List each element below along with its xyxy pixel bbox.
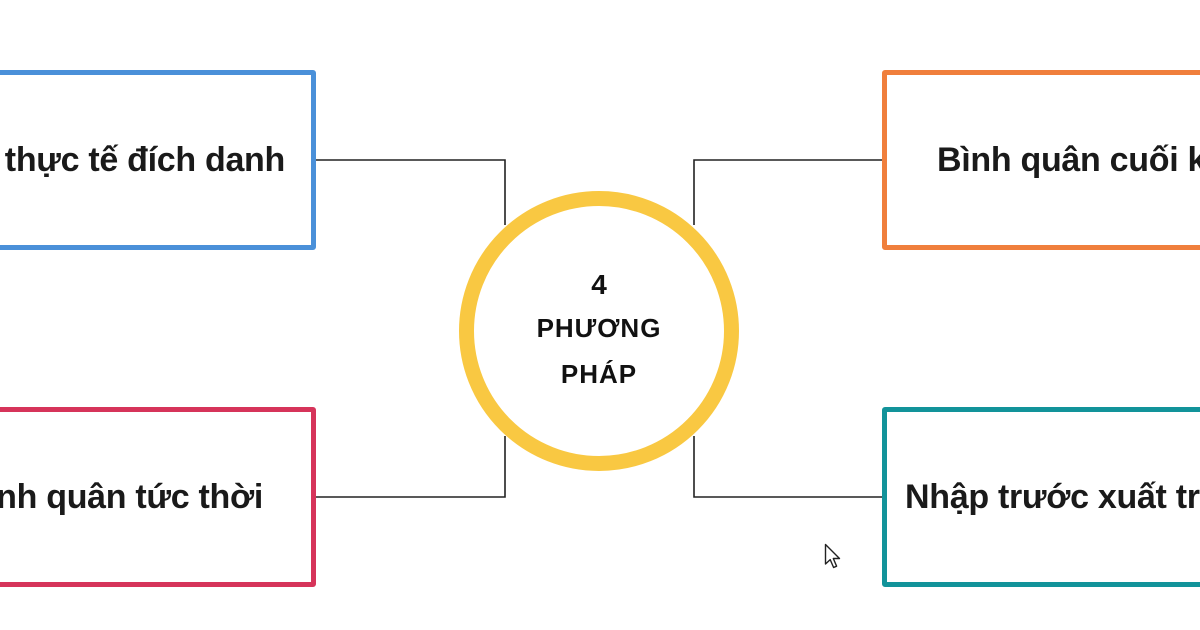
- hub-number: 4: [591, 269, 607, 300]
- hub-title-line-1: PHƯƠNG: [536, 313, 662, 343]
- connector-top-left: [316, 159, 506, 225]
- connector-bottom-right: [693, 436, 882, 498]
- method-label-bottom-left: nh quân tức thời: [0, 477, 263, 516]
- method-label-top-right: Bình quân cuối kỳ: [937, 140, 1200, 179]
- method-box-bottom-right: Nhập trước xuất trước: [882, 407, 1200, 587]
- method-box-top-left: thực tế đích danh: [0, 70, 316, 250]
- connector-bottom-left: [316, 436, 506, 498]
- hub-title-line-2: PHÁP: [560, 359, 638, 389]
- method-box-top-right: Bình quân cuối kỳ: [882, 70, 1200, 250]
- mouse-pointer-icon: [824, 543, 841, 569]
- connector-top-right: [693, 159, 882, 225]
- method-box-bottom-left: nh quân tức thời: [0, 407, 316, 587]
- central-hub-circle: 4 PHƯƠNG PHÁP: [459, 191, 739, 471]
- method-label-top-left: thực tế đích danh: [4, 140, 286, 179]
- method-label-bottom-right: Nhập trước xuất trước: [905, 477, 1200, 516]
